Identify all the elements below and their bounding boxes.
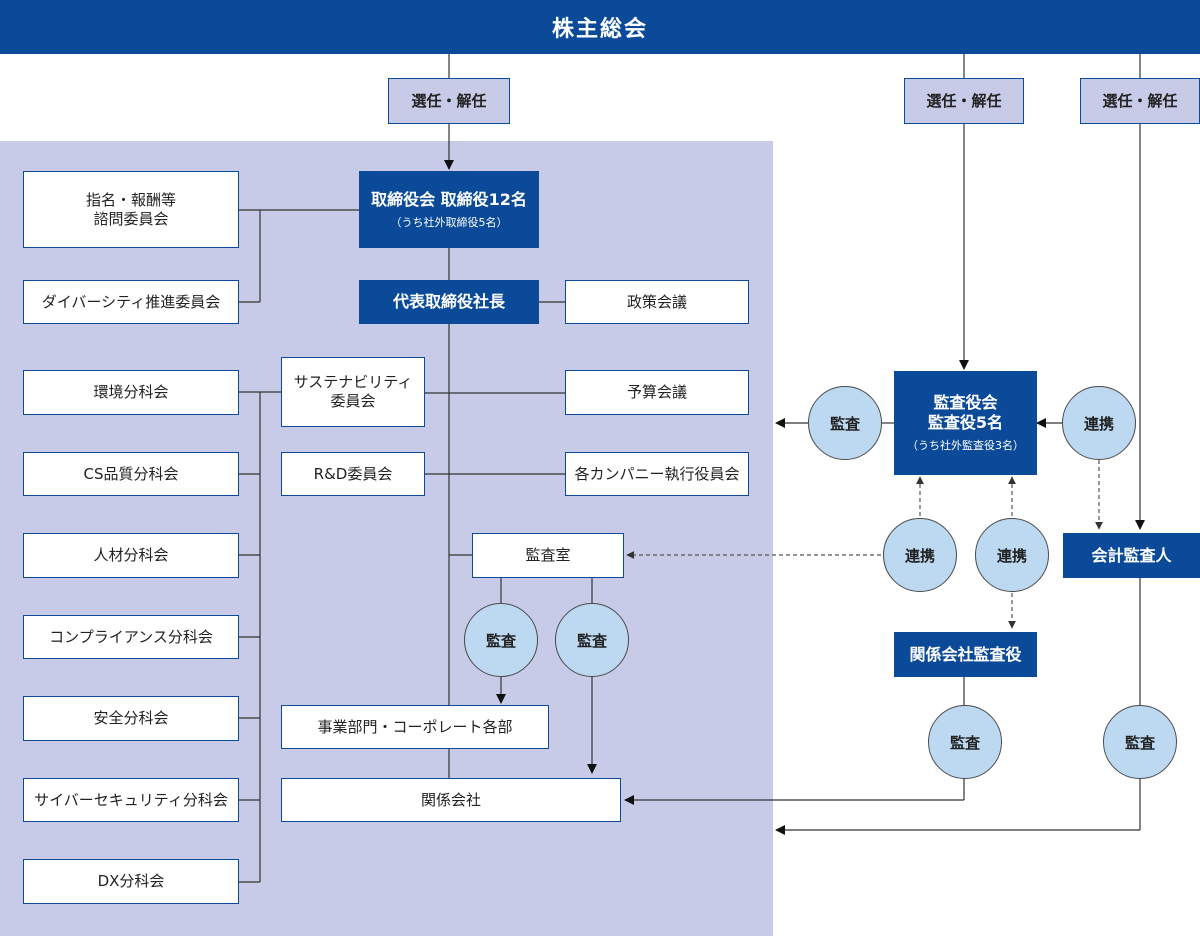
audit-circle-affiliates: 監査: [555, 603, 629, 677]
audit-circle-affiliate-auditors: 監査: [928, 705, 1002, 779]
subcommittee-human-resources: 人材分科会: [23, 533, 239, 578]
nomination-compensation-committee: 指名・報酬等 諮問委員会: [23, 171, 239, 248]
nomination-line2: 諮問委員会: [93, 209, 169, 228]
subcommittee-cs-quality: CS品質分科会: [23, 452, 239, 496]
board-sub: （うち社外取締役5名）: [390, 215, 508, 229]
internal-audit-office: 監査室: [472, 533, 624, 578]
company-executive-committee: 各カンパニー執行役員会: [565, 452, 749, 496]
board-of-directors: 取締役会 取締役12名 （うち社外取締役5名）: [359, 171, 539, 248]
policy-meeting: 政策会議: [565, 280, 749, 324]
sustainability-line1: サステナビリティ: [293, 373, 413, 392]
president: 代表取締役社長: [359, 280, 539, 324]
kansayaku-sub: （うち社外監査役3名）: [907, 439, 1024, 453]
affiliate-company-auditors: 関係会社監査役: [894, 632, 1037, 677]
audit-circle-divisions: 監査: [464, 603, 538, 677]
sustainability-line2: 委員会: [330, 392, 376, 410]
rd-committee: R&D委員会: [281, 452, 425, 496]
elect-dismiss-accounting: 選任・解任: [1080, 78, 1200, 124]
sustainability-committee: サステナビリティ 委員会: [281, 357, 425, 427]
nomination-line1: 指名・報酬等: [85, 190, 176, 209]
diversity-committee: ダイバーシティ推進委員会: [23, 280, 239, 324]
kansayaku-line2: 監査役5名: [927, 413, 1004, 433]
budget-meeting: 予算会議: [565, 370, 749, 415]
audit-circle-accounting-auditor: 監査: [1103, 705, 1177, 779]
audit-supervisory-board: 監査役会 監査役5名 （うち社外監査役3名）: [894, 371, 1037, 475]
cooperation-circle-auditoffice: 連携: [883, 518, 957, 592]
shareholders-meeting: 株主総会: [0, 0, 1200, 54]
subcommittee-compliance: コンプライアンス分科会: [23, 615, 239, 659]
affiliated-companies: 関係会社: [281, 778, 621, 822]
cooperation-circle-affiliate-auditors: 連携: [975, 518, 1049, 592]
subcommittee-dx: DX分科会: [23, 859, 239, 904]
subcommittee-cybersecurity: サイバーセキュリティ分科会: [23, 778, 239, 822]
kansayaku-line1: 監査役会: [933, 393, 998, 413]
business-divisions: 事業部門・コーポレート各部: [281, 705, 549, 749]
subcommittee-safety: 安全分科会: [23, 696, 239, 741]
elect-dismiss-kansayaku: 選任・解任: [904, 78, 1024, 124]
accounting-auditor: 会計監査人: [1063, 533, 1200, 578]
subcommittee-environment: 環境分科会: [23, 370, 239, 415]
audit-circle-kansayaku: 監査: [808, 386, 882, 460]
board-title: 取締役会 取締役12名: [371, 189, 527, 209]
cooperation-circle-accounting: 連携: [1062, 386, 1136, 460]
elect-dismiss-board: 選任・解任: [388, 78, 510, 124]
